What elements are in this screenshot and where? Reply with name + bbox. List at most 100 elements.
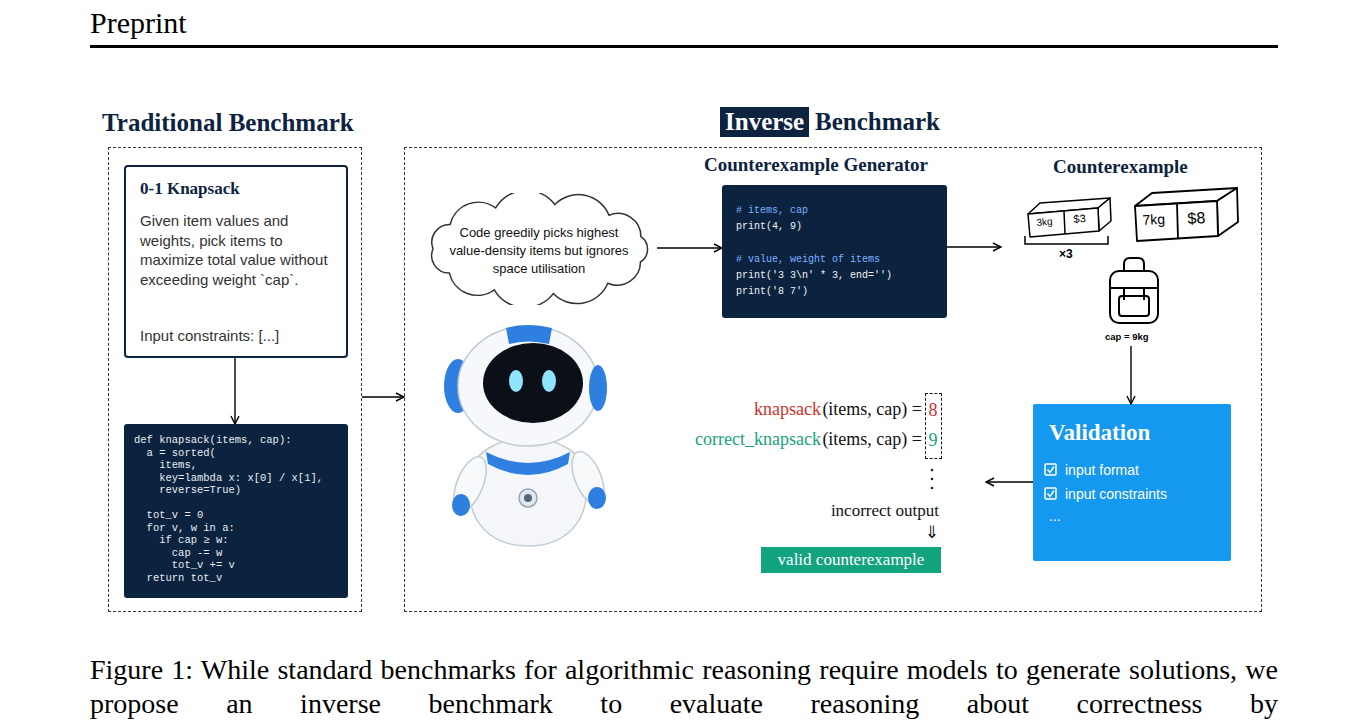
check-item: input format bbox=[1065, 462, 1139, 479]
robot-illustration bbox=[444, 325, 611, 546]
item-count: ×3 bbox=[1059, 247, 1073, 261]
group-frame: InverseBenchmarkCode greedily picks high… bbox=[404, 147, 1262, 612]
robot-eye bbox=[509, 370, 523, 392]
box-divider bbox=[1064, 211, 1065, 234]
result-box: 89 bbox=[925, 393, 942, 459]
group-heading: Traditional Benchmark bbox=[102, 108, 354, 138]
code-line: print('8 7') bbox=[736, 286, 808, 298]
figure-caption: Figure 1: While standard benchmarks for … bbox=[90, 653, 1278, 721]
code-line: return tot_v bbox=[134, 572, 222, 585]
box-body: Given item values and weights, pick item… bbox=[140, 211, 334, 289]
function-call: (items, cap) = bbox=[822, 399, 922, 421]
validation-box: Validation input format input constraints.… bbox=[1033, 404, 1231, 561]
code-line: print('3 3\n' * 3, end='') bbox=[736, 270, 892, 282]
backpack-strap bbox=[1123, 288, 1125, 300]
robot-eye bbox=[542, 370, 556, 392]
cloud-text: Code greedily picks highest value-densit… bbox=[447, 224, 631, 278]
code-line: key=lambda x: x[0] / x[1], bbox=[134, 472, 323, 485]
flow-arrow bbox=[947, 246, 1001, 247]
badge-text: valid counterexample bbox=[761, 550, 941, 570]
box-side bbox=[1098, 198, 1111, 231]
function-name: correct_knapsack bbox=[695, 429, 821, 451]
thought-cloud: Code greedily picks highest value-densit… bbox=[421, 193, 657, 305]
code-comment: # value, weight of items bbox=[736, 254, 880, 266]
problem-box: 0-1 KnapsackGiven item values and weight… bbox=[124, 165, 348, 358]
implies-arrow: ⇓ bbox=[925, 523, 939, 543]
cloud-outline bbox=[432, 193, 648, 305]
dot bbox=[931, 487, 934, 490]
code-line: reverse=True) bbox=[134, 484, 241, 497]
robot-collar bbox=[486, 452, 570, 475]
counterexample-group: Counterexample 3kg $3 ×3 7kg $8 cap = 9kg bbox=[1001, 151, 1251, 346]
robot-arm bbox=[447, 452, 493, 516]
result-group: knapsack(items, cap) =correct_knapsack(i… bbox=[681, 391, 986, 581]
code-line: tot_v = 0 bbox=[134, 509, 203, 522]
count-bracket bbox=[1025, 236, 1108, 244]
header-rule bbox=[90, 45, 1278, 48]
backpack-seam bbox=[1110, 287, 1158, 289]
code-line: if cap ≥ w: bbox=[134, 534, 229, 547]
vertical-dots bbox=[931, 469, 934, 490]
robot-headphone bbox=[589, 365, 607, 411]
box-front bbox=[1028, 208, 1099, 237]
backpack-body bbox=[1110, 271, 1158, 323]
item-weight: 7kg bbox=[1142, 211, 1165, 229]
group-frame: Traditional Benchmark0-1 KnapsackGiven i… bbox=[108, 147, 362, 612]
robot-hand bbox=[452, 494, 470, 516]
robot-button bbox=[519, 489, 537, 507]
code-comment: # items, cap bbox=[736, 205, 808, 217]
code-line: def knapsack(items, cap): bbox=[134, 434, 292, 447]
group-heading-highlight: Inverse bbox=[720, 107, 809, 137]
check-item: ... bbox=[1049, 508, 1061, 525]
item-weight: 3kg bbox=[1036, 216, 1053, 229]
result-badge: valid counterexample bbox=[761, 547, 941, 573]
code-box: Counterexample Generator# items, capprin… bbox=[722, 185, 947, 318]
backpack-handle bbox=[1124, 258, 1144, 272]
flow-arrow bbox=[657, 247, 722, 248]
item-value: $3 bbox=[1073, 212, 1086, 226]
robot-arm bbox=[565, 447, 610, 509]
code-line: tot_v += v bbox=[134, 559, 235, 572]
robot-head-stripe bbox=[506, 325, 552, 344]
function-call: (items, cap) = bbox=[822, 429, 922, 451]
flow-arrow bbox=[362, 396, 404, 397]
code-line: a = sorted( bbox=[134, 447, 216, 460]
backpack-strap bbox=[1143, 288, 1145, 300]
robot-body bbox=[470, 438, 587, 546]
box-title: 0-1 Knapsack bbox=[140, 179, 240, 199]
dot bbox=[931, 469, 934, 472]
box-heading: Counterexample Generator bbox=[704, 154, 928, 177]
flow-arrow bbox=[986, 481, 1033, 482]
box-note: Input constraints: [...] bbox=[140, 327, 279, 345]
check-item: input constraints bbox=[1065, 486, 1167, 503]
box-title: Validation bbox=[1049, 419, 1150, 447]
item-box-small bbox=[1028, 198, 1111, 237]
item-box-large bbox=[1135, 188, 1238, 241]
backpack-icon bbox=[1110, 258, 1158, 323]
robot-head bbox=[458, 326, 598, 446]
robot-hand bbox=[588, 487, 606, 509]
function-name: knapsack bbox=[754, 399, 821, 421]
flow-arrow bbox=[234, 358, 235, 424]
box-front bbox=[1135, 201, 1218, 241]
result-value: 8 bbox=[924, 400, 942, 422]
code-box: def knapsack(items, cap): a = sorted( it… bbox=[124, 424, 348, 598]
flow-arrow bbox=[1130, 346, 1131, 404]
box-side bbox=[1217, 188, 1238, 236]
code-line: for v, w in a: bbox=[134, 522, 235, 535]
item-value: $8 bbox=[1187, 208, 1206, 228]
dot bbox=[931, 478, 934, 481]
code-line: print(4, 9) bbox=[736, 221, 802, 233]
box-divider bbox=[1177, 204, 1178, 238]
result-note: incorrect output bbox=[831, 501, 939, 521]
running-header: Preprint bbox=[90, 5, 187, 41]
robot-visor bbox=[483, 343, 583, 423]
code-line: items, bbox=[134, 459, 197, 472]
box-heading: Counterexample bbox=[1053, 156, 1188, 179]
group-heading: Benchmark bbox=[815, 107, 940, 137]
capacity-label: cap = 9kg bbox=[1105, 331, 1149, 342]
